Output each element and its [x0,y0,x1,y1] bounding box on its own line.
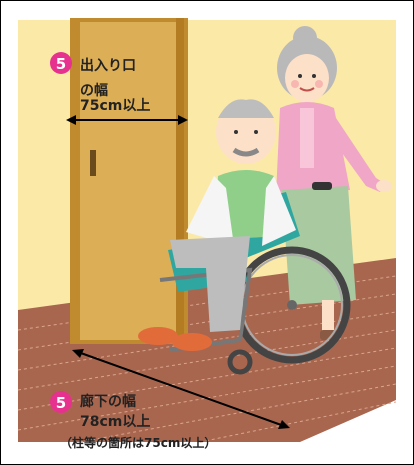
door-handle [90,150,96,176]
door-width-line2: の幅 [80,82,108,99]
hallway-width-line2: 78cm以上 [80,414,150,430]
door-width-line3: 75cm以上 [80,98,150,114]
hallway-width-number: 5 [56,394,66,412]
door-width-number: 5 [56,55,66,73]
door-width-line1: 出入り口 [80,57,136,74]
hallway-width-note: （柱等の箇所は75cm以上） [60,435,216,450]
hallway-width-line1: 廊下の幅 [80,393,136,410]
